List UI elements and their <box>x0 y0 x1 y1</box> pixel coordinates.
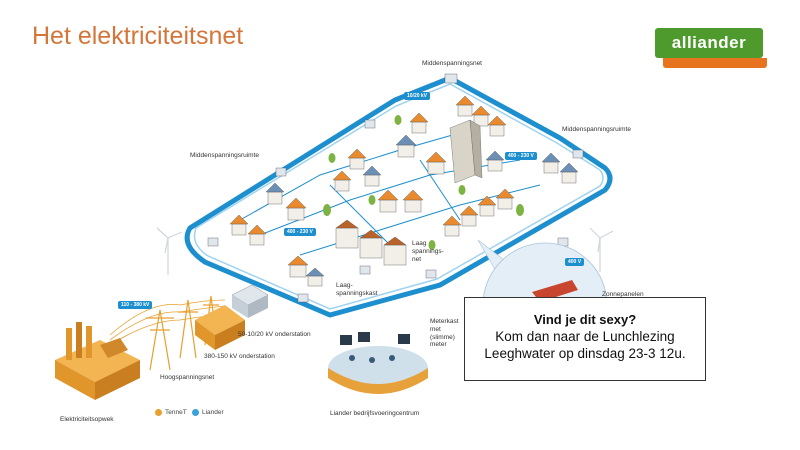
house <box>559 162 579 184</box>
callout-line-2: Leeghwater op dinsdag 23-3 12u. <box>484 346 686 361</box>
house <box>541 152 561 174</box>
label-onderstation-380: 380-150 kV onderstation <box>204 353 275 360</box>
legend-tennet-swatch <box>155 409 162 416</box>
house <box>247 224 267 246</box>
badge-400-230v-left: 400 - 230 V <box>284 228 316 236</box>
label-meterkast: Meterkast met (slimme) meter <box>430 318 459 349</box>
houses <box>229 95 579 287</box>
house <box>395 134 417 158</box>
house <box>442 215 462 237</box>
house <box>495 188 515 210</box>
label-middenspanningsruimte-right: Middenspanningsruimte <box>562 126 632 133</box>
label-elektriciteitsopwek: Elektriciteitsopwek <box>60 416 114 423</box>
house <box>459 205 479 227</box>
label-zonnepanelen: Zonnepanelen <box>602 291 644 298</box>
control-centre <box>328 332 428 394</box>
label-laagspanningskast: Laag- spanningskast <box>336 282 378 297</box>
logo-orange-bar <box>663 58 767 68</box>
label-laagspanningsnet: Laag spannings- net <box>412 240 444 263</box>
legend-tennet: TenneT <box>155 409 187 416</box>
legend-liander-swatch <box>192 409 199 416</box>
medium-voltage-ring <box>184 75 613 318</box>
slide-title: Het elektriciteitsnet <box>32 22 244 50</box>
label-middenspanningsruimte-left: Middenspanningsruimte <box>190 152 260 159</box>
medium-voltage-ring-inner <box>193 83 604 310</box>
legend-liander: Liander <box>192 409 224 416</box>
label-bedrijfsvoeringscentrum: Liander bedrijfsvoeringcentrum <box>330 410 420 417</box>
badge-400-230v-right: 400 - 230 V <box>505 152 537 160</box>
logo-text: alliander <box>655 28 763 58</box>
house <box>455 95 475 117</box>
house <box>287 255 309 278</box>
house <box>471 105 491 127</box>
pylons <box>146 295 219 371</box>
label-onderstation-50: 50-10/20 kV onderstation <box>238 331 311 338</box>
power-plant <box>55 322 140 400</box>
house <box>332 170 352 192</box>
substation-50 <box>231 284 269 318</box>
substation-380 <box>195 305 245 350</box>
label-hoogspanningsnet: Hoogspanningsnet <box>160 374 215 381</box>
wind-turbine-right <box>589 227 614 272</box>
house <box>285 197 307 221</box>
wind-turbine-left <box>156 227 183 275</box>
house <box>347 148 367 170</box>
callout-question: Vind je dit sexy? <box>533 312 637 327</box>
alliander-logo: alliander <box>655 28 767 70</box>
callout-line-1: Kom dan naar de Lunchlezing <box>495 329 675 344</box>
invitation-callout: Vind je dit sexy? Kom dan naar de Lunchl… <box>464 297 706 381</box>
trees <box>323 115 524 250</box>
house <box>265 182 285 205</box>
badge-10-20kv: 10/20 kV <box>404 92 431 100</box>
house <box>229 214 249 236</box>
label-middenspanningsnet: Middenspanningsnet <box>422 60 482 67</box>
apartment-blocks <box>335 219 407 266</box>
apartment-tower <box>449 119 483 184</box>
house <box>425 151 447 175</box>
badge-400v: 400 V <box>565 258 585 266</box>
legend-liander-label: Liander <box>202 409 224 416</box>
legend-tennet-label: TenneT <box>165 409 187 416</box>
house <box>487 115 507 137</box>
house <box>377 189 399 213</box>
house <box>477 195 497 217</box>
badge-110-380kv: 110 - 380 kV <box>118 301 153 309</box>
house <box>305 267 325 287</box>
house <box>485 150 505 172</box>
house <box>409 112 429 134</box>
house <box>402 189 424 213</box>
house <box>362 165 382 187</box>
